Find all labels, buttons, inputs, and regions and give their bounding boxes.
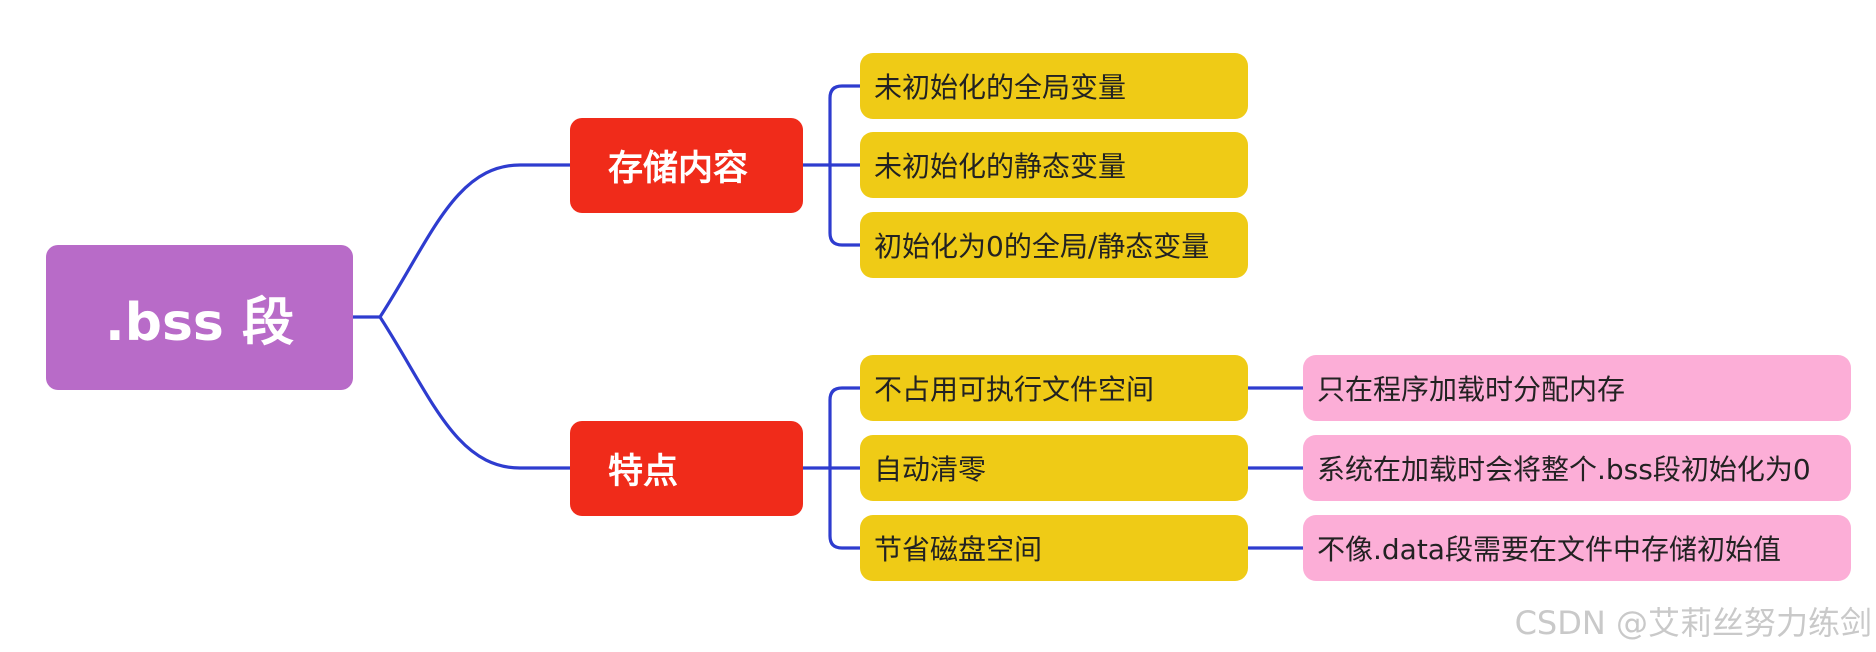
leaf-label: 未初始化的静态变量 [874,150,1127,183]
connector-storage-bracket [828,84,862,247]
leaf-label: 自动清零 [874,453,987,486]
detail-label: 只在程序加载时分配内存 [1317,373,1626,406]
branch-features: 特点 [570,421,803,516]
branch-storage-content-label: 存储内容 [608,149,749,189]
leaf-uninitialized-static: 未初始化的静态变量 [860,132,1248,198]
leaf-label: 不占用可执行文件空间 [874,373,1155,406]
leaf-no-file-space: 不占用可执行文件空间 [860,355,1248,421]
leaf-uninitialized-global: 未初始化的全局变量 [860,53,1248,119]
root-node-label: .bss 段 [105,293,294,353]
detail-allocate-at-load: 只在程序加载时分配内存 [1303,355,1851,421]
leaf-label: 未初始化的全局变量 [874,71,1127,104]
root-node: .bss 段 [46,245,353,390]
detail-zero-at-load: 系统在加载时会将整个.bss段初始化为0 [1303,435,1851,501]
leaf-label: 节省磁盘空间 [874,533,1043,566]
connector-features-bracket [828,386,862,550]
leaf-zero-initialized: 初始化为0的全局/静态变量 [860,212,1248,278]
leaf-auto-zero: 自动清零 [860,435,1248,501]
detail-label: 系统在加载时会将整个.bss段初始化为0 [1317,453,1811,486]
detail-label: 不像.data段需要在文件中存储初始值 [1317,533,1781,566]
leaf-save-disk: 节省磁盘空间 [860,515,1248,581]
connector-root-to-storage [378,163,572,319]
branch-features-label: 特点 [608,452,679,492]
branch-storage-content: 存储内容 [570,118,803,213]
leaf-label: 初始化为0的全局/静态变量 [874,230,1210,263]
watermark: CSDN @艾莉丝努力练剑 [1514,604,1872,642]
connector-root-to-features [378,315,572,470]
detail-no-initial-values: 不像.data段需要在文件中存储初始值 [1303,515,1851,581]
